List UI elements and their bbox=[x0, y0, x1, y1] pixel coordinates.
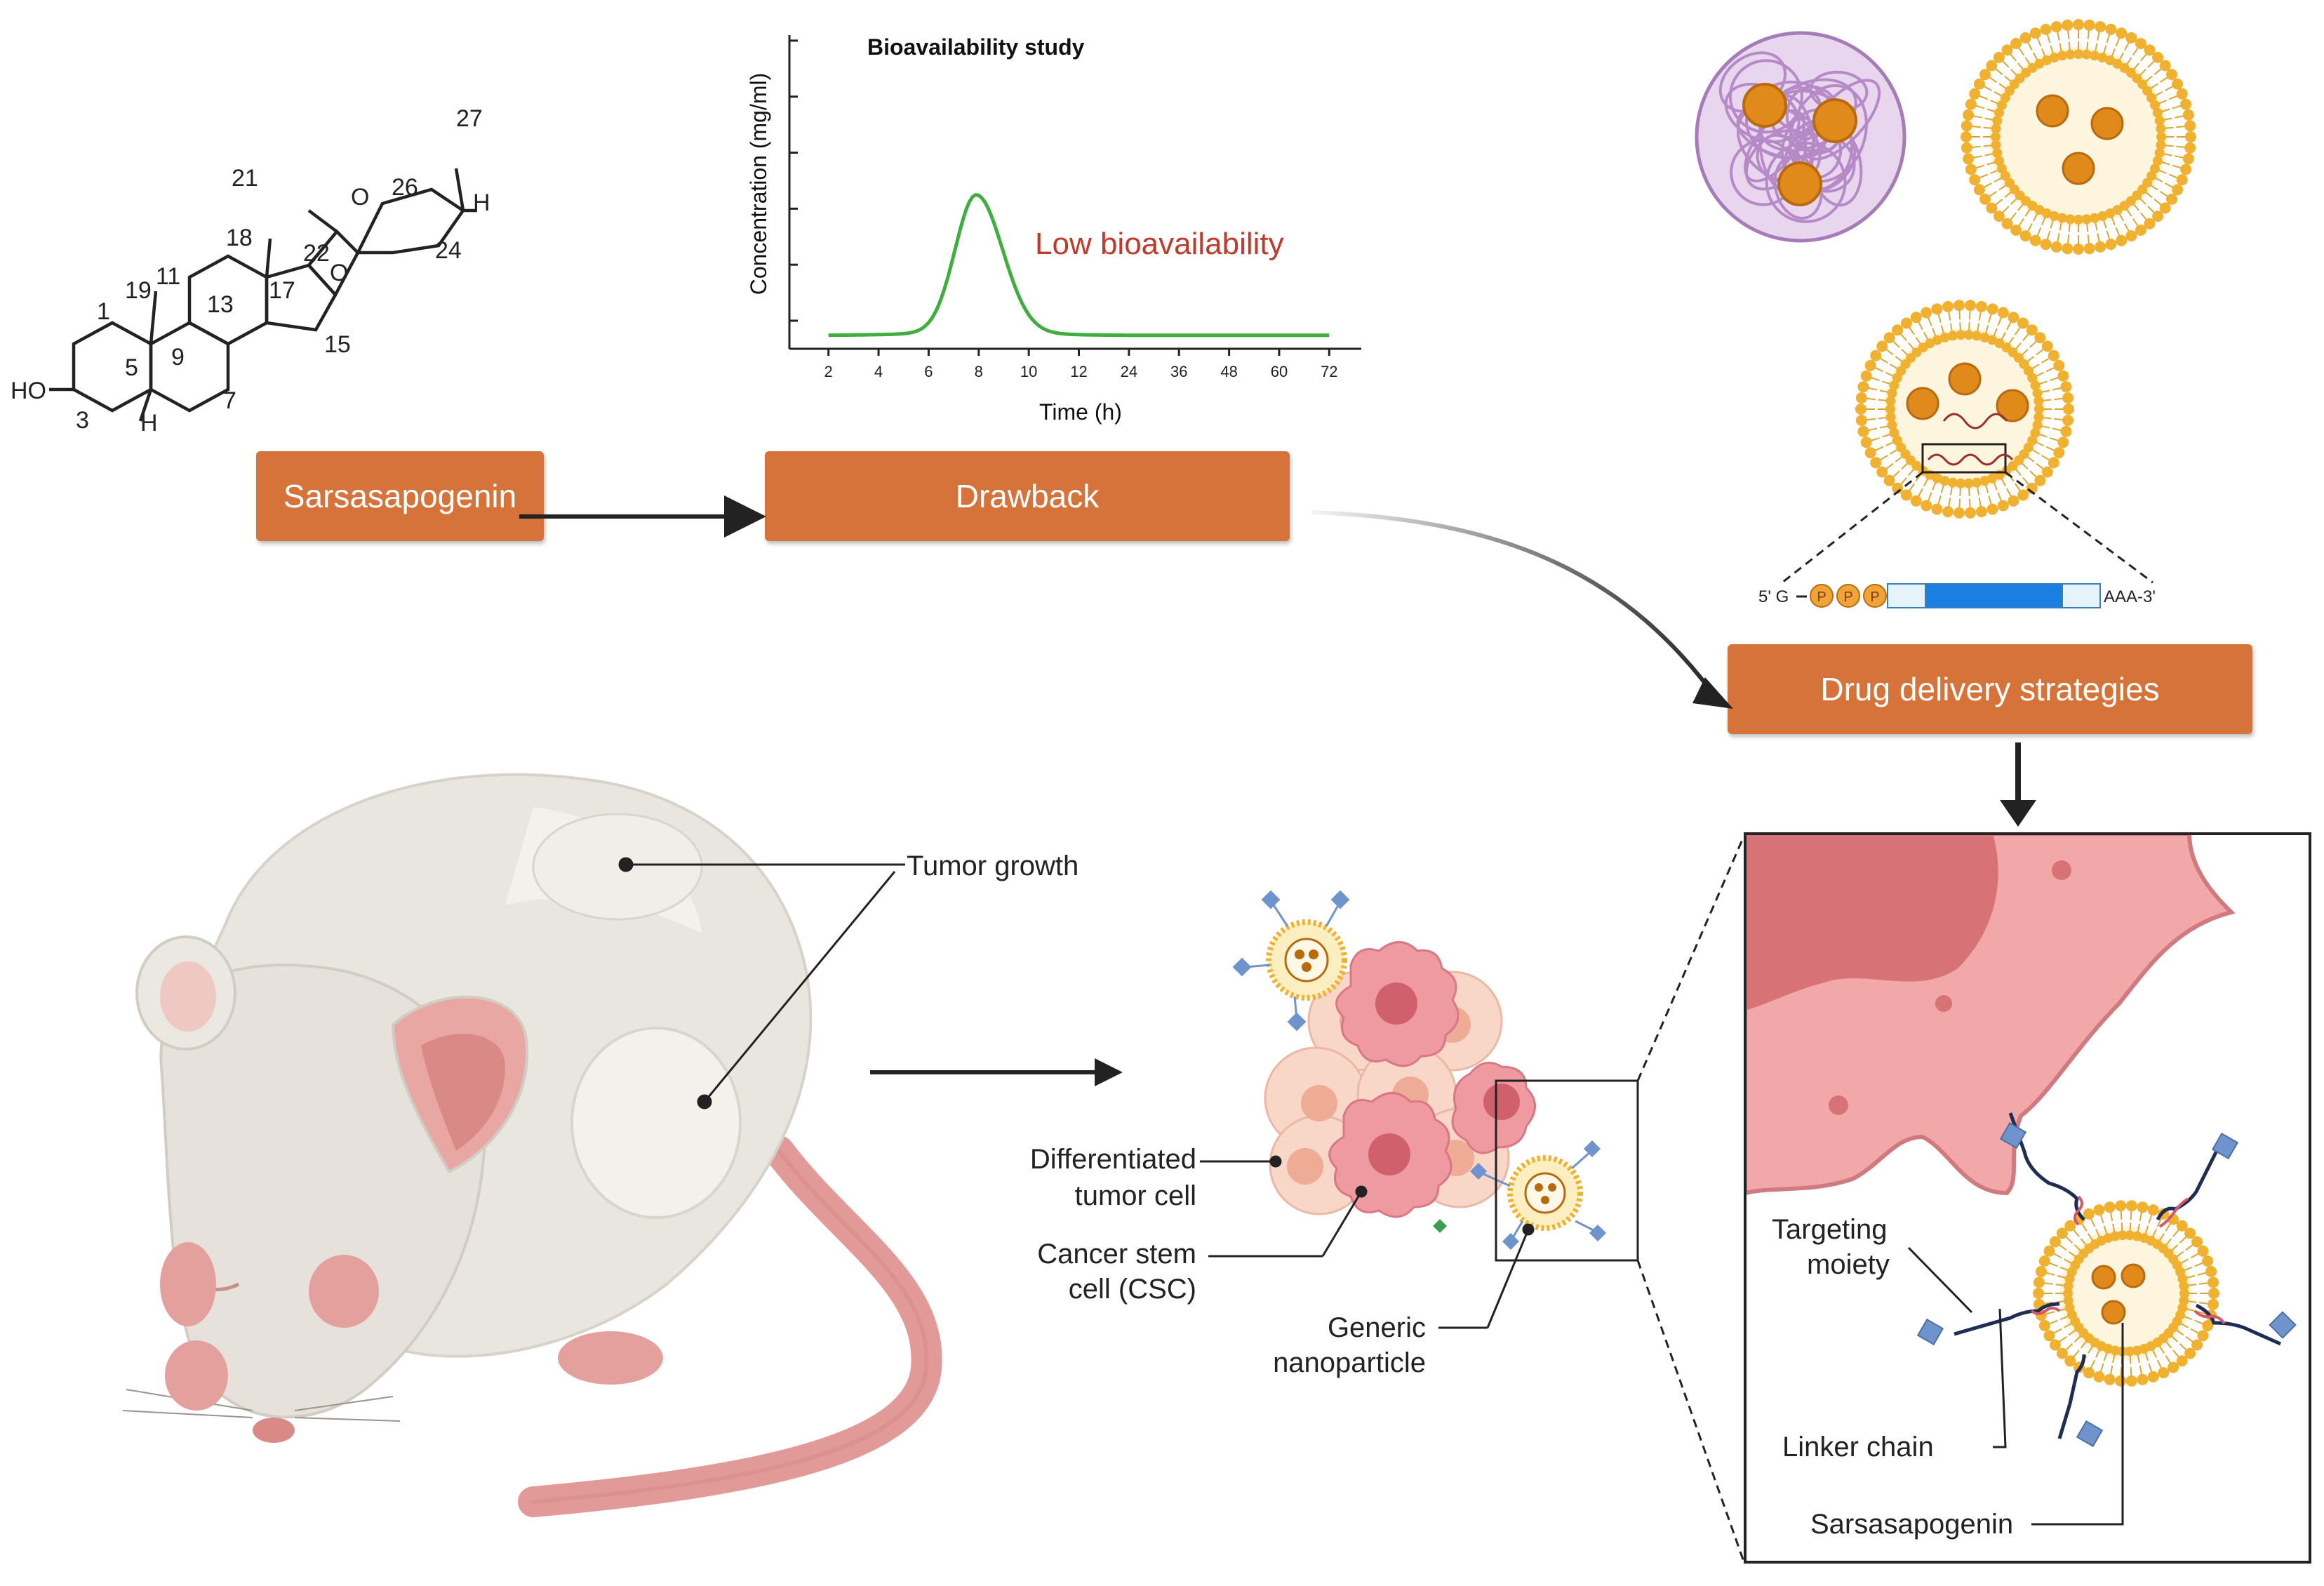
polymer-chain bbox=[1758, 78, 1857, 152]
y-axis-label: Concentration (mg/ml) bbox=[746, 73, 771, 295]
csc-label-2: cell (CSC) bbox=[1069, 1274, 1196, 1305]
hydrogen-atom-5: H bbox=[140, 410, 158, 437]
mrna-tail-label: AAA-3' bbox=[2104, 587, 2156, 606]
atom-label-21: 21 bbox=[232, 165, 258, 192]
targeted-nanoparticle bbox=[2033, 1200, 2219, 1387]
drug-delivery-box: Drug delivery strategies bbox=[1728, 644, 2252, 734]
generic-label-1: Generic bbox=[1328, 1312, 1426, 1343]
x-tick-label-4: 4 bbox=[874, 363, 883, 380]
atom-label-15: 15 bbox=[324, 331, 351, 358]
liposome-top bbox=[1961, 19, 2196, 255]
atom-label-18: 18 bbox=[226, 225, 253, 251]
x-tick-label-60: 60 bbox=[1271, 363, 1288, 380]
x-tick-label-72: 72 bbox=[1321, 363, 1337, 380]
atom-label-19: 19 bbox=[125, 277, 152, 304]
mrna-liposome bbox=[1782, 300, 2153, 584]
drawback-box: Drawback bbox=[765, 451, 1290, 541]
tumor-top bbox=[532, 813, 703, 921]
phosphate-2 bbox=[1836, 584, 1860, 608]
cancer-stem-cells bbox=[1328, 941, 1536, 1218]
ligand-heads bbox=[1916, 1121, 2297, 1448]
molecule-structure bbox=[49, 168, 477, 422]
tumor-growth-leaders bbox=[618, 857, 905, 1109]
atom-label-27: 27 bbox=[456, 105, 483, 132]
x-tick-label-10: 10 bbox=[1020, 363, 1037, 380]
atom-label-24: 24 bbox=[435, 237, 462, 264]
utr-3 bbox=[2062, 583, 2101, 608]
liposome-bilayer-big bbox=[2033, 1200, 2219, 1387]
phosphate-3 bbox=[1863, 584, 1887, 608]
zoom-panel: Targeting moiety Linker chain Sarsasapog… bbox=[1744, 832, 2311, 1564]
differentiated-label-2: tumor cell bbox=[1075, 1180, 1196, 1211]
phosphate-label-3: P bbox=[1870, 589, 1879, 605]
hydroxyl-group: HO bbox=[11, 378, 46, 404]
generic-label-2: nanoparticle bbox=[1273, 1347, 1426, 1378]
coding-region bbox=[1925, 583, 2063, 608]
mouse-illustration bbox=[122, 773, 942, 1517]
liposome-bilayer-top bbox=[1961, 19, 2196, 255]
panel-labels: Targeting moiety Linker chain Sarsasapog… bbox=[1772, 1214, 2013, 1540]
panel-leaders bbox=[1907, 1246, 2124, 1526]
tumor-side bbox=[570, 1027, 742, 1219]
x-axis-label: Time (h) bbox=[1039, 399, 1122, 425]
nanoparticle-top bbox=[1232, 890, 1350, 1032]
molecule-labels: 1 3 5 7 9 11 13 15 17 18 19 21 22 24 26 … bbox=[11, 105, 490, 437]
polymeric-nanoparticle bbox=[1695, 31, 1906, 243]
zoom-selection-box bbox=[1495, 1079, 1639, 1262]
oxygen-atom-ring-e: O bbox=[330, 260, 348, 286]
phosphate-label-2: P bbox=[1843, 589, 1852, 605]
arrowhead-down bbox=[2000, 800, 2036, 827]
tumor-growth-label: Tumor growth bbox=[907, 851, 1078, 881]
arrowhead-cells bbox=[1095, 1058, 1123, 1086]
differentiated-label-1: Differentiated bbox=[1030, 1144, 1196, 1175]
hydrogen-atom-25: H bbox=[473, 189, 490, 216]
targeting-label-1: Targeting bbox=[1772, 1214, 1888, 1245]
cluster-leaders bbox=[1200, 836, 1745, 1562]
atom-label-5: 5 bbox=[125, 354, 138, 381]
linker-segments bbox=[2030, 1195, 2226, 1325]
low-bioavailability-annotation: Low bioavailability bbox=[1035, 227, 1284, 261]
x-tick-label-2: 2 bbox=[824, 363, 833, 380]
x-tick-label-12: 12 bbox=[1070, 363, 1087, 380]
x-tick-label-6: 6 bbox=[924, 363, 933, 380]
mrna-cap-label: 5' G bbox=[1758, 587, 1789, 606]
atom-label-26: 26 bbox=[392, 174, 418, 201]
sarsasapogenin-box: Sarsasapogenin bbox=[256, 451, 544, 541]
x-tick-label-48: 48 bbox=[1220, 363, 1237, 380]
arrow-drawback-to-strategies bbox=[1311, 510, 1721, 703]
sarsasapogenin-label: Sarsasapogenin bbox=[1810, 1509, 2013, 1540]
atom-label-11: 11 bbox=[156, 263, 180, 290]
phosphate-label-1: P bbox=[1817, 589, 1826, 605]
polymer-chain bbox=[1744, 109, 1806, 182]
targeting-ligands bbox=[1954, 1112, 2282, 1439]
csc-label-1: Cancer stem bbox=[1037, 1239, 1196, 1270]
chart-title: Bioavailability study bbox=[867, 34, 1085, 60]
atom-label-13: 13 bbox=[207, 291, 234, 318]
x-tick-label-36: 36 bbox=[1170, 363, 1187, 380]
mrna-construct: 5' G P P P AAA-3' bbox=[1758, 583, 2156, 608]
tumor-cell-cluster bbox=[1232, 890, 1639, 1262]
polymer-outline bbox=[1695, 31, 1906, 243]
atom-label-3: 3 bbox=[76, 407, 89, 434]
concentration-curve bbox=[828, 192, 1330, 338]
cluster-labels: Differentiated tumor cell Cancer stem ce… bbox=[1030, 1144, 1426, 1378]
atom-label-22: 22 bbox=[303, 240, 330, 267]
nanoparticle-right bbox=[1469, 1140, 1607, 1251]
oxygen-atom-ring-f: O bbox=[351, 184, 369, 211]
linker-label: Linker chain bbox=[1782, 1432, 1934, 1462]
utr-5 bbox=[1887, 583, 1926, 608]
atom-label-7: 7 bbox=[223, 387, 236, 414]
x-tick-label-8: 8 bbox=[975, 363, 983, 380]
atom-label-1: 1 bbox=[97, 298, 110, 325]
atom-label-9: 9 bbox=[171, 344, 185, 371]
arrowhead-strategies bbox=[1692, 677, 1733, 709]
atom-label-17: 17 bbox=[269, 277, 295, 304]
liposome-bilayer-mid bbox=[1855, 300, 2074, 519]
phosphate-1 bbox=[1810, 584, 1834, 608]
x-tick-label-24: 24 bbox=[1121, 363, 1137, 380]
targeting-label-2: moiety bbox=[1807, 1249, 1890, 1280]
